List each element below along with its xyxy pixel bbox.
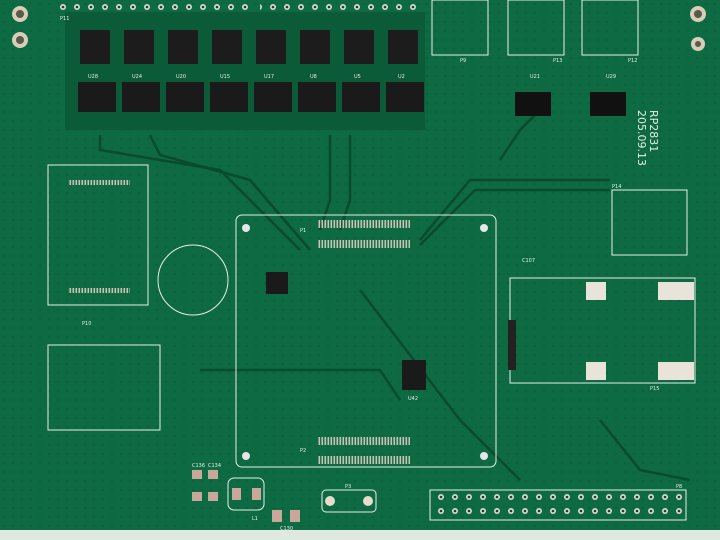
top-header-left [60, 0, 250, 14]
driver-labels: U28 U24 U20 U15 U17 U8 U5 U2 P11 [60, 16, 405, 80]
label-p2: P2 [300, 448, 306, 454]
mounting-holes [12, 6, 706, 51]
bottom-header-outline [429, 489, 687, 521]
inductor-l1 [227, 477, 265, 511]
ic-u29 [590, 92, 626, 116]
label-p8: P8 [676, 484, 682, 490]
slot-connector [508, 320, 516, 370]
p15-pads [586, 282, 694, 380]
label-u20: U20 [176, 74, 186, 80]
label-p9: P9 [460, 58, 466, 64]
board-edge [0, 530, 720, 540]
bottom-caps [192, 470, 300, 522]
label-u21: U21 [530, 74, 540, 80]
date-label: 205.09.13 [635, 110, 648, 166]
label-p11: P11 [60, 16, 69, 22]
label-u24: U24 [132, 74, 142, 80]
connector-p3 [321, 489, 377, 513]
label-u2: U2 [398, 74, 405, 80]
ic-u42 [402, 360, 426, 390]
label-l1: L1 [252, 516, 258, 522]
label-p13: P13 [553, 58, 562, 64]
capacitor-outline [157, 244, 229, 316]
board-connector-p2-b [318, 456, 410, 464]
label-c107: C107 [522, 258, 535, 264]
revision-label: RP2831 [647, 110, 660, 152]
som-outline [235, 214, 497, 468]
wifi-module-outline [47, 344, 161, 431]
label-u29: U29 [606, 74, 616, 80]
driver-ic-row [78, 30, 424, 112]
label-p15: P15 [650, 386, 659, 392]
label-u5: U5 [354, 74, 361, 80]
label-p14: P14 [612, 184, 621, 190]
label-u15: U15 [220, 74, 230, 80]
ic-u21 [515, 92, 551, 116]
label-u8: U8 [310, 74, 317, 80]
p14-connector [611, 189, 688, 256]
board-connector-p1-b [318, 240, 410, 248]
sd-module-outline [47, 164, 149, 306]
label-u28: U28 [88, 74, 98, 80]
label-p3: P3 [345, 484, 351, 490]
label-c130: C130 [280, 526, 293, 532]
pin-row-top [68, 180, 130, 185]
label-p1: P1 [300, 228, 306, 234]
label-c134: C134 [208, 463, 221, 469]
label-p12: P12 [628, 58, 637, 64]
board-connector-p1-a [318, 220, 410, 228]
pin-row-bottom [68, 288, 130, 293]
traces [98, 109, 691, 482]
label-c136: C136 [192, 463, 205, 469]
driver-area [65, 12, 425, 130]
label-u42: U42 [408, 396, 418, 402]
label-p10: P10 [82, 321, 91, 327]
board-connector-p2-a [318, 437, 410, 445]
top-right-connectors [431, 0, 639, 56]
top-header-right [260, 0, 420, 14]
qfn-chip [266, 272, 288, 294]
label-u17: U17 [264, 74, 274, 80]
bottom-header [430, 490, 686, 520]
